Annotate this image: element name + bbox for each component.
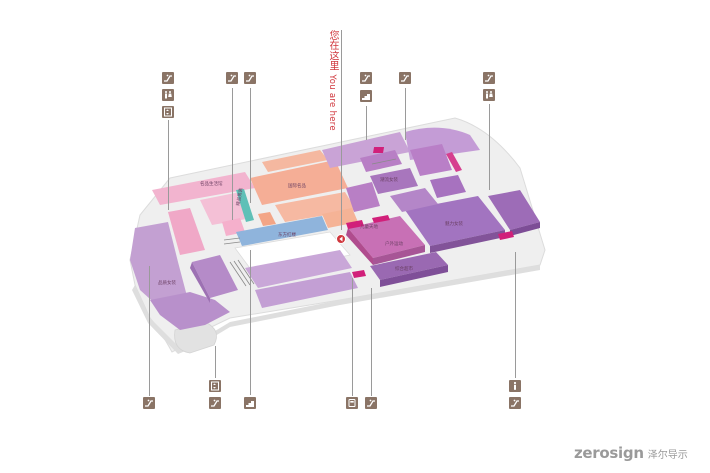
stairs-icon	[360, 90, 372, 102]
escalator-icon	[143, 397, 155, 409]
zone-left-mid-front	[190, 262, 210, 303]
zone-salmon-top	[262, 150, 328, 172]
restroom-icon	[483, 89, 495, 101]
zone-right-big	[405, 196, 505, 246]
brand-name-en: zerosign	[574, 444, 644, 462]
escalator-icon	[162, 72, 174, 84]
zone-center-magenta	[348, 216, 425, 258]
zone-salmon-small	[258, 212, 276, 226]
escalator-icon	[399, 72, 411, 84]
zone-label: 国际名品	[288, 182, 306, 189]
leader-line	[405, 88, 406, 140]
zone-label: 综合超市	[395, 265, 413, 272]
leader-line	[366, 106, 367, 140]
leader-line	[489, 104, 490, 190]
elevator-icon	[209, 380, 221, 392]
zone-upper-right-b1	[360, 150, 402, 172]
brand-name-cn: 泽尔导示	[647, 450, 688, 461]
you-are-here-marker	[336, 234, 346, 244]
leader-line	[168, 120, 169, 210]
zone-salmon-mid	[275, 192, 356, 222]
atm-icon	[346, 397, 358, 409]
zone-label: 潮流女装	[380, 176, 398, 183]
zone-label: 儿童天地	[360, 223, 378, 230]
escalator-icon	[509, 397, 521, 409]
leader-line	[232, 88, 233, 220]
zone-pink-inner	[200, 192, 252, 225]
escalator-icon	[360, 72, 372, 84]
you-are-here-label: 您在这里 You are here	[318, 30, 340, 140]
zone-top-right-2	[430, 175, 466, 198]
leader-line	[149, 266, 150, 396]
escalator-icon	[365, 397, 377, 409]
zone-right-mid	[390, 188, 438, 212]
zone-pink-side	[168, 208, 205, 255]
zone-center-magenta-front	[373, 245, 425, 265]
you-are-here-en: You are here	[327, 74, 337, 131]
zone-top-right-1	[410, 144, 452, 176]
leader-line	[515, 252, 516, 378]
info-icon	[509, 380, 521, 392]
zone-lower-left-strip	[245, 250, 352, 288]
escalator-icon	[244, 72, 256, 84]
zone-teal	[236, 189, 254, 222]
you-are-here-line	[341, 30, 342, 230]
leader-line	[250, 88, 251, 203]
zone-right-big-front	[430, 230, 505, 253]
zone-pink-top	[152, 172, 255, 205]
elevator-icon	[162, 106, 174, 118]
courtyard	[234, 231, 351, 276]
zone-lower-mid-purple-front	[380, 265, 448, 287]
accent-bar-3	[346, 220, 364, 229]
leader-line	[371, 288, 372, 396]
zone-label: 品质女装	[158, 279, 176, 286]
zone-left-big	[130, 222, 188, 308]
zone-lower-left-strip2	[255, 272, 358, 308]
floor-left-tab	[174, 321, 217, 354]
zone-label: 魅力女装	[445, 220, 463, 227]
zone-left-mid	[192, 255, 238, 298]
escalator-icon	[226, 72, 238, 84]
accent-bar-1	[373, 147, 385, 153]
accent-bar-2	[446, 152, 462, 172]
brand-logo: zerosign 泽尔导示	[574, 444, 688, 464]
accent-bar-4	[372, 215, 390, 223]
you-are-here-cn: 您在这里	[327, 30, 338, 72]
zone-center-left-pink	[346, 228, 373, 265]
escalator-icon	[483, 72, 495, 84]
zone-label: 户外运动	[385, 240, 403, 247]
zone-right-far	[488, 190, 540, 230]
restroom-icon	[162, 89, 174, 101]
zone-label: 名品生活馆	[200, 180, 223, 187]
zone-upper-right-top	[322, 132, 410, 168]
floor-lower-edge	[132, 265, 540, 354]
zone-upper-right-b3	[346, 182, 380, 212]
zone-label: 精品男装	[234, 187, 244, 206]
zone-upper-right-b2	[370, 168, 418, 194]
zone-lower-mid-purple	[370, 252, 448, 280]
zone-salmon-big	[250, 160, 348, 205]
zone-label: 东方红楼	[278, 231, 296, 238]
accent-bar-6	[498, 231, 514, 240]
leader-line	[250, 250, 251, 395]
leader-line	[215, 346, 216, 378]
stairs-icon	[244, 397, 256, 409]
accent-bar-5	[352, 270, 366, 278]
escalator-icon	[209, 397, 221, 409]
zone-right-far-front	[510, 222, 540, 236]
escalator-graphic	[223, 158, 397, 287]
zone-blue	[236, 216, 328, 246]
leader-line	[352, 278, 353, 396]
